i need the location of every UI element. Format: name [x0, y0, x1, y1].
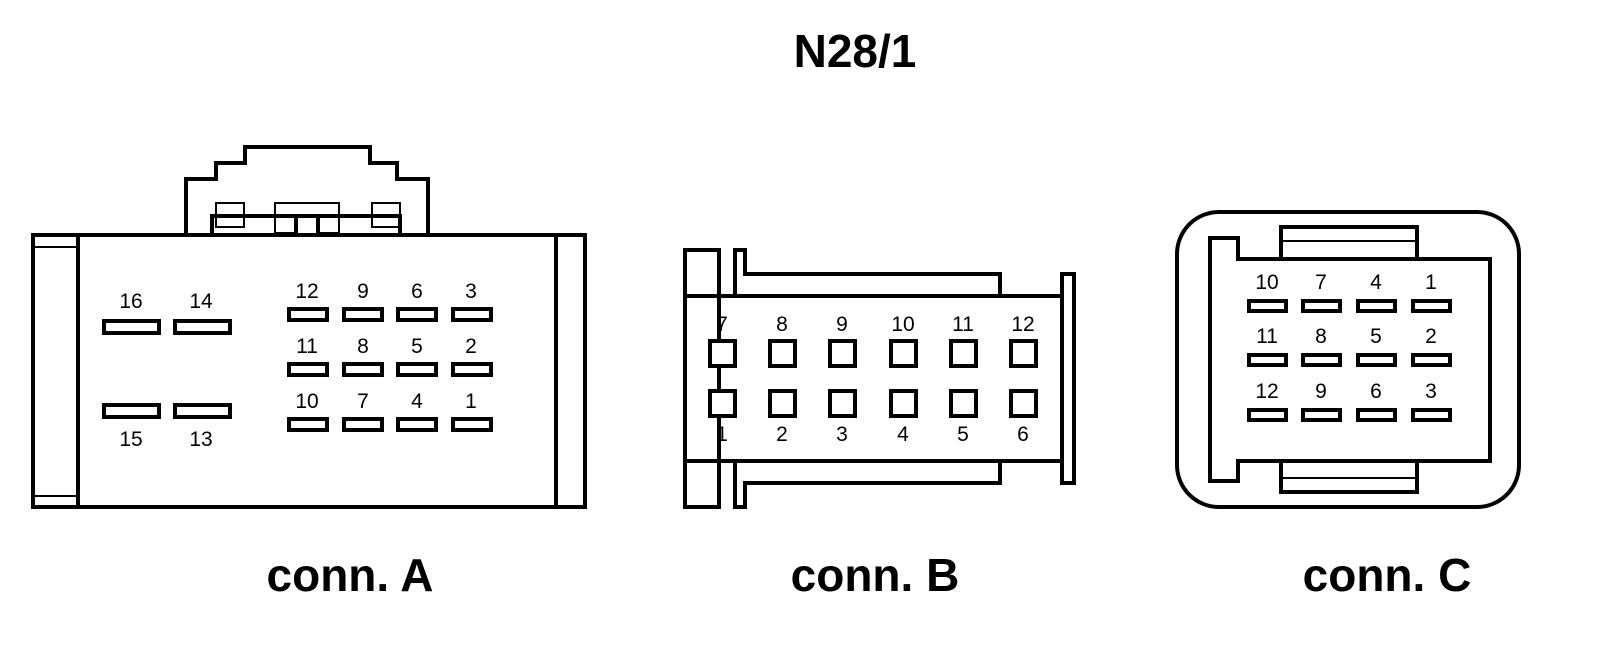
- connector-c-pin-12: [1247, 408, 1288, 422]
- connector-a-pin-label-14: 14: [189, 290, 213, 313]
- connector-c-pin-label-4: 4: [1370, 271, 1382, 294]
- connector-c-caption: conn. C: [1303, 549, 1472, 601]
- connector-c-pin-6: [1356, 408, 1397, 422]
- connector-c-pin-10: [1247, 299, 1288, 313]
- connector-a-pin-3: [451, 307, 493, 322]
- connector-c-pin-9: [1301, 408, 1342, 422]
- connector-b-pin-8: [768, 339, 797, 368]
- connector-a-pin-6: [396, 307, 438, 322]
- connector-c-pin-8: [1301, 353, 1342, 367]
- connector-b-pin-10: [889, 339, 918, 368]
- connector-c-pin-label-6: 6: [1370, 380, 1382, 403]
- connector-b-pin-label-5: 5: [957, 423, 969, 446]
- connector-c-pin-label-5: 5: [1370, 325, 1382, 348]
- connector-c-pin-label-12: 12: [1255, 380, 1278, 403]
- connector-a-pin-label-11: 11: [296, 335, 318, 358]
- connector-a-caption: conn. A: [267, 549, 434, 601]
- connector-b-pin-label-9: 9: [836, 313, 848, 336]
- connector-a-latch-inner-left: [215, 202, 245, 228]
- connector-b-pin-label-8: 8: [776, 313, 788, 336]
- connector-a-pin-5: [396, 362, 438, 377]
- connector-c-pin-11: [1247, 353, 1288, 367]
- connector-c: 10 7 4 1 11 8 5 2 12 9 6 3 conn. C: [1175, 210, 1521, 601]
- connector-c-pin-2: [1411, 353, 1452, 367]
- connector-b-pin-label-11: 11: [952, 313, 974, 336]
- connector-a: 16 14 15 13 12 9 6 3 11 8 5 2 10 7 4 1 c…: [31, 145, 587, 601]
- connector-b-bottom-rail: [733, 459, 1002, 509]
- connector-a-pin-15: [102, 403, 161, 419]
- connector-b: 7 8 9 10 11 12 1 2 3 4 5 6 conn. B: [683, 248, 1076, 601]
- connector-b-pin-label-4: 4: [897, 423, 909, 446]
- connector-a-pin-label-16: 16: [119, 290, 142, 313]
- connector-b-pin-label-6: 6: [1017, 423, 1029, 446]
- connector-a-pin-11: [287, 362, 329, 377]
- connector-a-pin-label-15: 15: [119, 428, 142, 451]
- connector-a-pin-1: [451, 417, 493, 432]
- connector-a-pin-label-2: 2: [465, 335, 477, 358]
- connector-b-pin-5: [949, 389, 978, 418]
- connector-c-pin-label-7: 7: [1315, 271, 1327, 294]
- connector-a-pin-label-1: 1: [465, 390, 477, 413]
- connector-a-pin-10: [287, 417, 329, 432]
- connector-b-pin-9: [828, 339, 857, 368]
- connector-c-pin-3: [1411, 408, 1452, 422]
- connector-b-pin-6: [1009, 389, 1038, 418]
- connector-a-pin-13: [173, 403, 232, 419]
- connector-a-pin-label-10: 10: [295, 390, 318, 413]
- connector-b-top-rail: [733, 248, 1002, 298]
- connector-a-pin-label-3: 3: [465, 280, 477, 303]
- connector-a-pin-label-6: 6: [411, 280, 423, 303]
- connector-b-pin-1: [708, 389, 737, 418]
- connector-c-pin-4: [1356, 299, 1397, 313]
- connector-c-pin-7: [1301, 299, 1342, 313]
- connector-b-pin-7: [708, 339, 737, 368]
- connector-c-bottom-key: [1279, 459, 1419, 494]
- connector-a-pin-label-9: 9: [357, 280, 369, 303]
- connector-a-pin-16: [102, 319, 161, 335]
- connector-b-pin-label-1: 1: [716, 423, 728, 446]
- connector-c-pin-label-9: 9: [1315, 380, 1327, 403]
- connector-a-pin-label-4: 4: [411, 390, 423, 413]
- connector-b-caption: conn. B: [791, 549, 960, 601]
- connector-a-pin-label-5: 5: [411, 335, 423, 358]
- connector-a-pin-label-8: 8: [357, 335, 369, 358]
- connector-c-pin-label-1: 1: [1425, 271, 1437, 294]
- connector-a-pin-7: [342, 417, 384, 432]
- connector-c-pin-label-11: 11: [1256, 325, 1278, 348]
- connector-c-pin-1: [1411, 299, 1452, 313]
- connector-b-right-flange: [1060, 272, 1076, 485]
- diagram-title: N28/1: [794, 25, 917, 77]
- connector-a-pin-label-7: 7: [357, 390, 369, 413]
- connector-a-pin-4: [396, 417, 438, 432]
- connector-a-pin-9: [342, 307, 384, 322]
- connector-a-pin-2: [451, 362, 493, 377]
- connector-b-pin-2: [768, 389, 797, 418]
- connector-c-pin-label-2: 2: [1425, 325, 1437, 348]
- connector-b-pin-label-7: 7: [716, 313, 728, 336]
- connector-a-pin-label-12: 12: [295, 280, 318, 303]
- connector-b-pin-label-12: 12: [1011, 313, 1034, 336]
- connector-b-pin-3: [828, 389, 857, 418]
- connector-c-pin-5: [1356, 353, 1397, 367]
- connector-b-pin-11: [949, 339, 978, 368]
- connector-a-latch-inner-right: [371, 202, 401, 228]
- connector-a-pin-12: [287, 307, 329, 322]
- connector-c-pin-label-8: 8: [1315, 325, 1327, 348]
- connector-a-pin-14: [173, 319, 232, 335]
- connector-a-pin-label-13: 13: [189, 428, 212, 451]
- connector-b-body: [683, 294, 1074, 463]
- connector-a-pin-8: [342, 362, 384, 377]
- connector-b-pin-label-2: 2: [776, 423, 788, 446]
- connector-c-top-key: [1279, 225, 1419, 261]
- connector-c-pin-label-3: 3: [1425, 380, 1437, 403]
- connector-c-pin-label-10: 10: [1255, 271, 1278, 294]
- connector-b-pin-4: [889, 389, 918, 418]
- connector-b-pin-12: [1009, 339, 1038, 368]
- connector-b-pin-label-10: 10: [891, 313, 914, 336]
- connector-b-pin-label-3: 3: [836, 423, 848, 446]
